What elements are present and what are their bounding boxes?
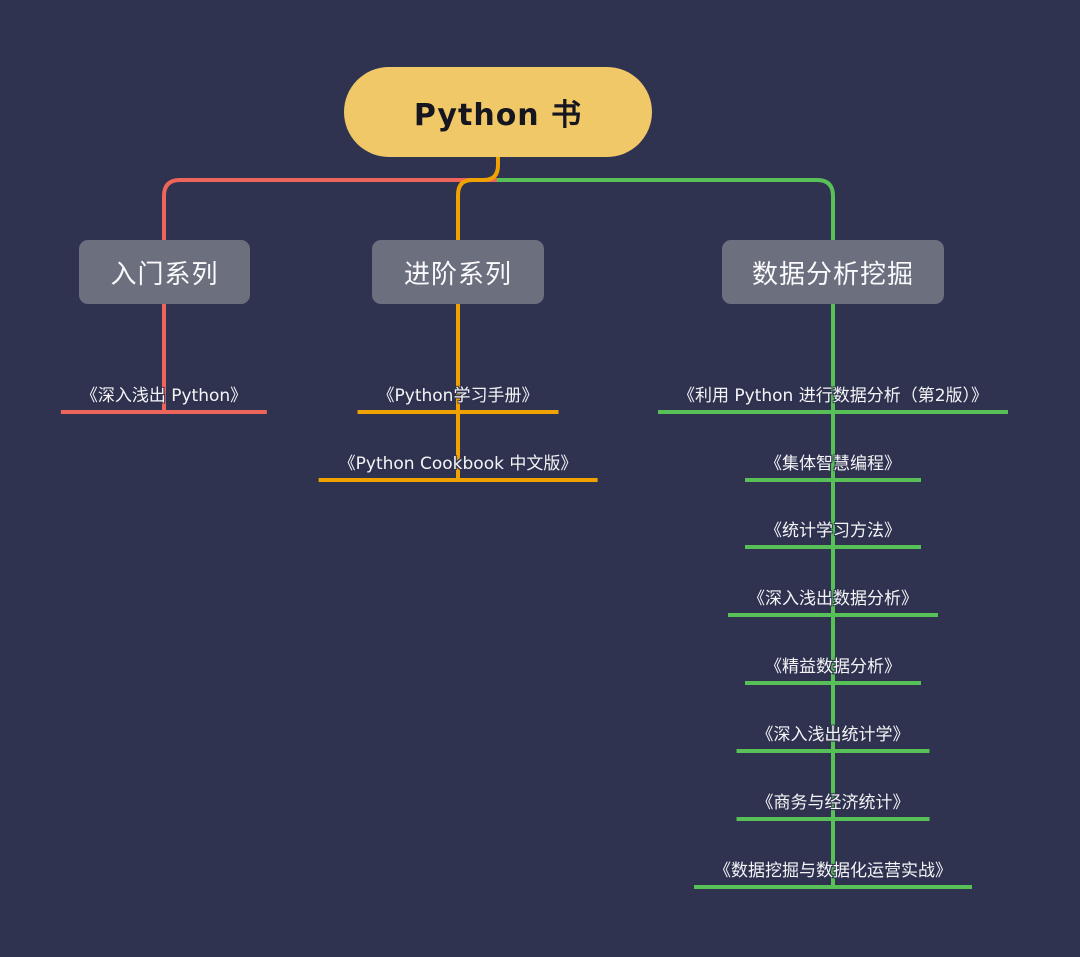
book-leaf-node[interactable]: 《深入浅出数据分析》: [728, 588, 938, 617]
book-leaf-node[interactable]: 《Python学习手册》: [357, 385, 559, 414]
root-node[interactable]: Python 书: [344, 67, 652, 157]
branch-label: 入门系列: [110, 259, 219, 290]
branch-node-beginner-series[interactable]: 入门系列: [79, 240, 250, 304]
book-leaf-node[interactable]: 《利用 Python 进行数据分析（第2版）》: [657, 385, 1009, 414]
book-leaf-node[interactable]: 《深入浅出 Python》: [60, 385, 268, 414]
branch-node-data-analysis-mining[interactable]: 数据分析挖掘: [722, 240, 944, 304]
book-leaf-node[interactable]: 《精益数据分析》: [745, 656, 921, 685]
branch-node-advanced-series[interactable]: 进阶系列: [372, 240, 544, 304]
book-leaf-node[interactable]: 《Python Cookbook 中文版》: [318, 453, 598, 482]
branch-label: 进阶系列: [403, 259, 512, 290]
book-leaf-node[interactable]: 《数据挖掘与数据化运营实战》: [694, 860, 972, 889]
branch-line-data-analysis: [497, 178, 835, 885]
book-leaf-node[interactable]: 《集体智慧编程》: [745, 453, 921, 482]
book-leaf-node[interactable]: 《深入浅出统计学》: [736, 724, 930, 753]
branch-line-beginner: [162, 178, 497, 410]
book-leaf-node[interactable]: 《商务与经济统计》: [736, 792, 930, 821]
book-leaf-node[interactable]: 《统计学习方法》: [745, 520, 921, 549]
root-title: Python 书: [413, 98, 583, 133]
branch-label: 数据分析挖掘: [751, 259, 914, 290]
branch-line-advanced: [456, 155, 500, 478]
